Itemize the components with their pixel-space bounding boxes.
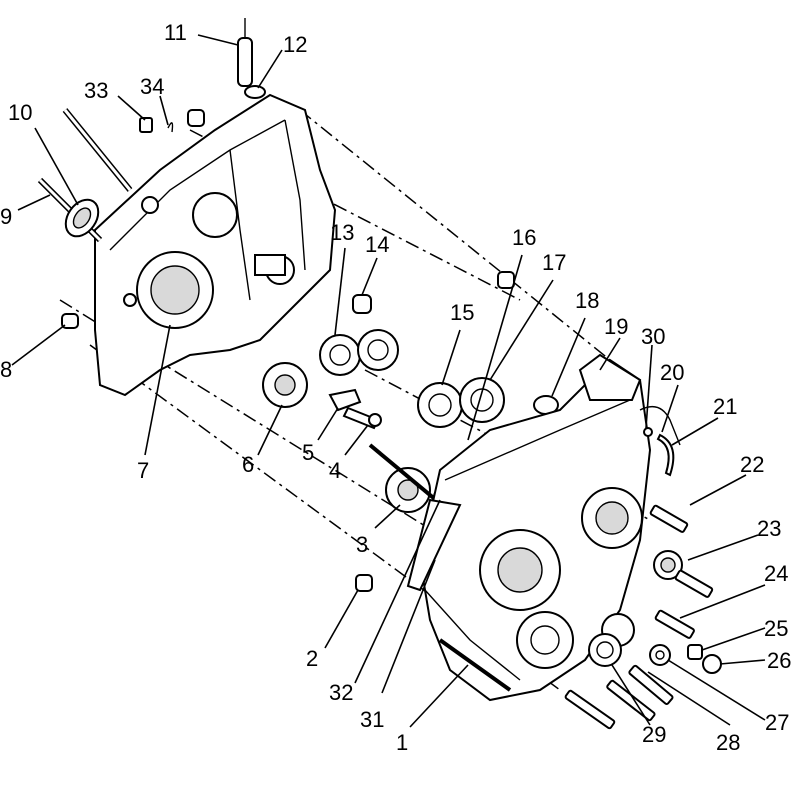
callout-20: 20 <box>660 360 684 385</box>
callout-11: 11 <box>164 20 187 45</box>
callout-22: 22 <box>740 452 764 477</box>
callout-7: 7 <box>137 458 149 483</box>
right-crankcase-half <box>418 353 652 702</box>
callout-33: 33 <box>84 78 108 103</box>
callout-23: 23 <box>757 516 781 541</box>
callout-4: 4 <box>329 458 341 483</box>
callout-34: 34 <box>140 74 164 99</box>
callout-21: 21 <box>713 394 737 419</box>
callout-2: 2 <box>306 646 318 671</box>
callout-19: 19 <box>604 314 628 339</box>
callout-26: 26 <box>767 648 791 673</box>
callout-17: 17 <box>542 250 566 275</box>
callout-16: 16 <box>512 225 536 250</box>
callout-1: 1 <box>396 730 408 755</box>
callout-9: 9 <box>0 204 12 229</box>
callout-32: 32 <box>329 680 353 705</box>
left-side-parts <box>37 18 266 329</box>
callout-29: 29 <box>642 722 666 747</box>
callout-27: 27 <box>765 710 789 735</box>
callout-labels: 1 2 3 4 5 6 7 8 9 10 11 12 13 14 15 16 1… <box>0 20 791 755</box>
callout-30: 30 <box>641 324 665 349</box>
callout-24: 24 <box>764 561 788 586</box>
callout-14: 14 <box>365 232 389 257</box>
callout-10: 10 <box>8 100 32 125</box>
middle-parts <box>262 271 559 592</box>
callout-3: 3 <box>356 532 368 557</box>
callout-6: 6 <box>242 452 254 477</box>
callout-12: 12 <box>283 32 307 57</box>
callout-15: 15 <box>450 300 474 325</box>
right-side-hardware <box>406 406 722 730</box>
callout-13: 13 <box>330 220 354 245</box>
leader-lines <box>11 34 766 728</box>
callout-31: 31 <box>360 707 384 732</box>
callout-18: 18 <box>575 288 599 313</box>
callout-25: 25 <box>764 616 788 641</box>
left-crankcase-half <box>94 93 337 397</box>
callout-28: 28 <box>716 730 740 755</box>
callout-8: 8 <box>0 357 12 382</box>
callout-5: 5 <box>302 440 314 465</box>
